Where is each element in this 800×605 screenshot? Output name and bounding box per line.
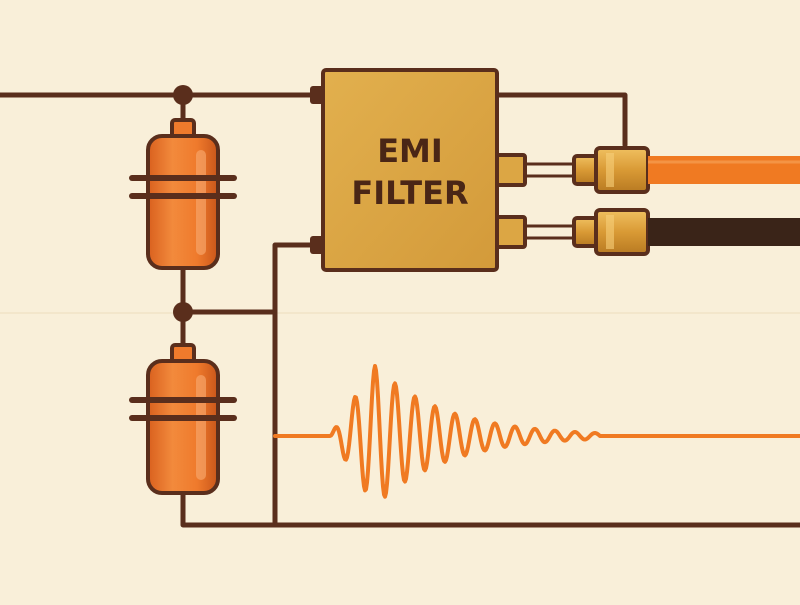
dark-cable <box>648 218 800 246</box>
bottom-rail-wire <box>180 489 800 528</box>
filter-return-wire <box>272 242 321 528</box>
emi-filter-box: EMI FILTER <box>310 68 527 272</box>
capacitor-icon <box>129 343 237 495</box>
filter-output-wire <box>494 92 628 148</box>
filter-output-port-2 <box>495 215 527 249</box>
coax-connector-icon <box>525 146 650 194</box>
filter-label-line1: EMI <box>377 132 443 170</box>
wires <box>0 92 800 528</box>
coax-connector-icon <box>525 208 650 256</box>
filter-terminal-in <box>310 86 324 104</box>
orange-cable <box>648 156 800 184</box>
filter-output-port-1 <box>495 153 527 187</box>
damped-oscillation-icon <box>273 364 800 499</box>
junction-dot-icon <box>173 85 193 105</box>
filter-label-line2: FILTER <box>351 174 468 212</box>
capacitor-icon <box>129 118 237 270</box>
filter-terminal-return <box>310 236 324 254</box>
junction-dot-icon <box>173 302 193 322</box>
